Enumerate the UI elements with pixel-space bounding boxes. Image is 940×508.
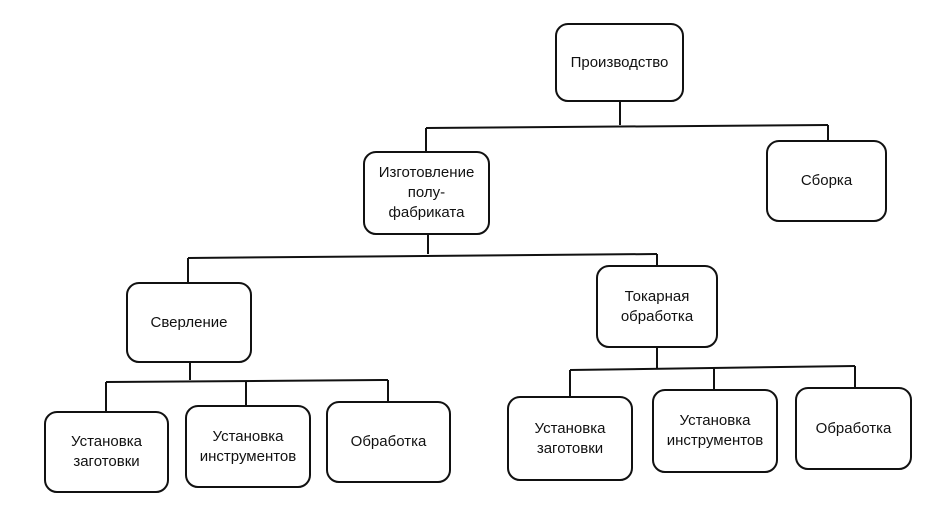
node-drilling-tool-setup-label: Установка инструментов: [199, 427, 297, 465]
edge-root-bus: [425, 124, 829, 129]
node-turning: Токарная обработка: [596, 265, 718, 348]
node-turning-workpiece-setup: Установка заготовки: [507, 396, 633, 481]
node-assembly: Сборка: [766, 140, 887, 222]
node-assembly-label: Сборка: [800, 172, 853, 189]
node-turning-tool-setup-label: Установка инструментов: [666, 412, 764, 449]
node-turning-tool-setup: Установка инструментов: [652, 389, 778, 473]
node-turning-label: Токарная обработка: [620, 287, 694, 325]
node-production-label: Производство: [570, 53, 669, 71]
edge-manufacturing-bus: [187, 253, 658, 259]
node-drilling-processing: Обработка: [326, 401, 451, 483]
node-production: Производство: [555, 23, 684, 102]
node-drilling-tool-setup: Установка инструментов: [185, 405, 311, 488]
node-semi-finished-manufacturing: Изготовление полу- фабриката: [363, 151, 490, 235]
node-turning-processing: Обработка: [795, 387, 912, 470]
node-drilling: Сверление: [126, 282, 252, 363]
node-turning-processing-label: Обработка: [815, 419, 892, 437]
node-semi-finished-manufacturing-label: Изготовление полу- фабриката: [378, 164, 475, 221]
node-drilling-processing-label: Обработка: [350, 433, 427, 450]
edge-turning-bus: [569, 365, 856, 371]
node-drilling-label: Сверление: [150, 313, 228, 331]
node-drilling-workpiece-setup-label: Установка заготовки: [71, 433, 142, 470]
node-drilling-workpiece-setup: Установка заготовки: [44, 411, 169, 493]
node-turning-workpiece-setup-label: Установка заготовки: [534, 419, 606, 457]
